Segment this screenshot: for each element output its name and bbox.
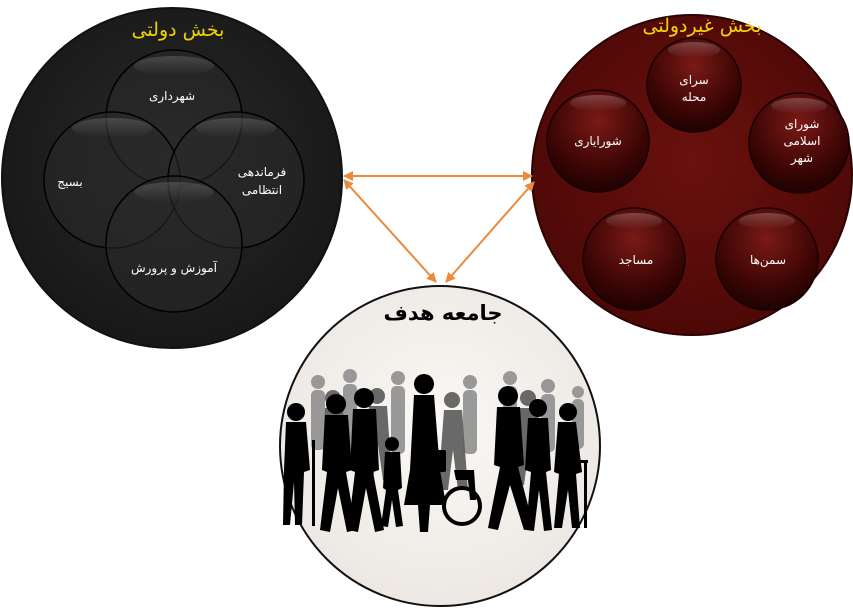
government-circle: بخش دولتی شهرداری بسیج فرماندهی انتظامی … bbox=[1, 7, 343, 349]
government-title: بخش دولتی bbox=[132, 19, 225, 41]
ball-neighborhood-house bbox=[646, 37, 742, 133]
ball-shurayari bbox=[546, 89, 650, 193]
ball-ngos bbox=[715, 207, 819, 311]
item-city-council-line2: اسلامی bbox=[784, 134, 821, 148]
item-neighborhood-house-line2: محله bbox=[682, 90, 707, 104]
arrow-gov-target bbox=[343, 179, 437, 283]
item-mosques: مساجد bbox=[619, 253, 654, 267]
nongovernment-circle: بخش غیردولتی سرای محله شورایاری شورای اس… bbox=[531, 14, 853, 336]
item-city-council-line1: شورای bbox=[785, 117, 820, 132]
item-municipality: شهرداری bbox=[149, 89, 195, 104]
item-basij: بسیج bbox=[57, 175, 82, 189]
crowd-silhouette bbox=[283, 369, 588, 532]
item-city-council-line3: شهر bbox=[790, 151, 813, 166]
item-police-line1: فرماندهی bbox=[238, 165, 286, 180]
item-shurayari: شورایاری bbox=[574, 134, 622, 149]
item-neighborhood-house-line1: سرای bbox=[679, 73, 708, 88]
item-education: آموزش و پرورش bbox=[131, 260, 218, 276]
item-police-line2: انتظامی bbox=[242, 183, 282, 197]
item-ngos: سمن‌ها bbox=[750, 253, 786, 268]
connector-arrows bbox=[343, 171, 535, 283]
government-venn bbox=[43, 49, 305, 313]
target-title: جامعه هدف bbox=[383, 301, 502, 325]
target-circle: جامعه هدف bbox=[279, 285, 601, 607]
venn-circle-education bbox=[105, 175, 243, 313]
nongovernment-title: بخش غیردولتی bbox=[643, 15, 762, 37]
arrow-nongov-target bbox=[445, 181, 535, 283]
ball-city-council bbox=[748, 92, 850, 194]
ball-mosques bbox=[582, 207, 686, 311]
